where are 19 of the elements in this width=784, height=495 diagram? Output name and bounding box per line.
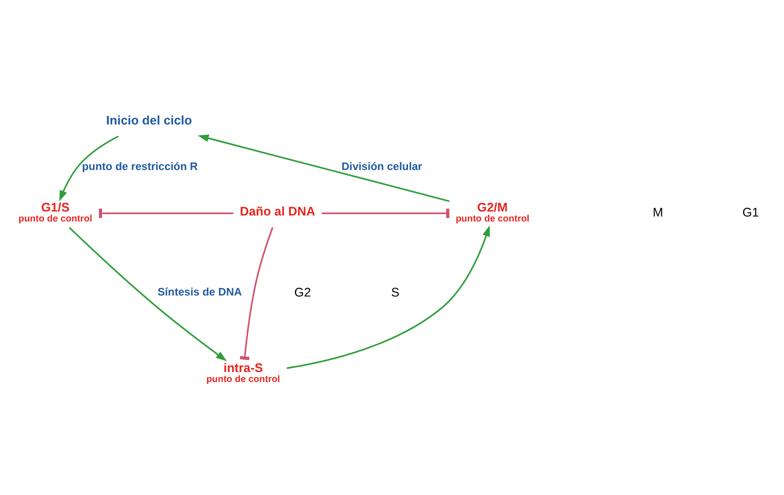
arrow (286, 224, 490, 368)
arrow (59, 135, 119, 201)
label: M (652, 204, 664, 219)
connector (240, 226, 274, 360)
node-text: Daño al DNA (240, 204, 316, 218)
connector (322, 208, 450, 218)
edge-label: punto de restricción R (82, 160, 198, 172)
label: G1 (742, 204, 759, 219)
arrow (198, 134, 450, 202)
edge-label: Síntesis de DNA (158, 286, 242, 298)
edge-label: División celular (342, 160, 422, 172)
label: G2 (294, 285, 311, 300)
node-text: G2/M punto de control (456, 200, 530, 224)
node-text: Inicio del ciclo (106, 112, 192, 127)
node-text: G1/S punto de control (18, 200, 92, 224)
node-text: intra-S punto de control (206, 360, 280, 384)
arrow (68, 226, 227, 361)
connector (98, 208, 234, 218)
label: S (391, 285, 400, 300)
